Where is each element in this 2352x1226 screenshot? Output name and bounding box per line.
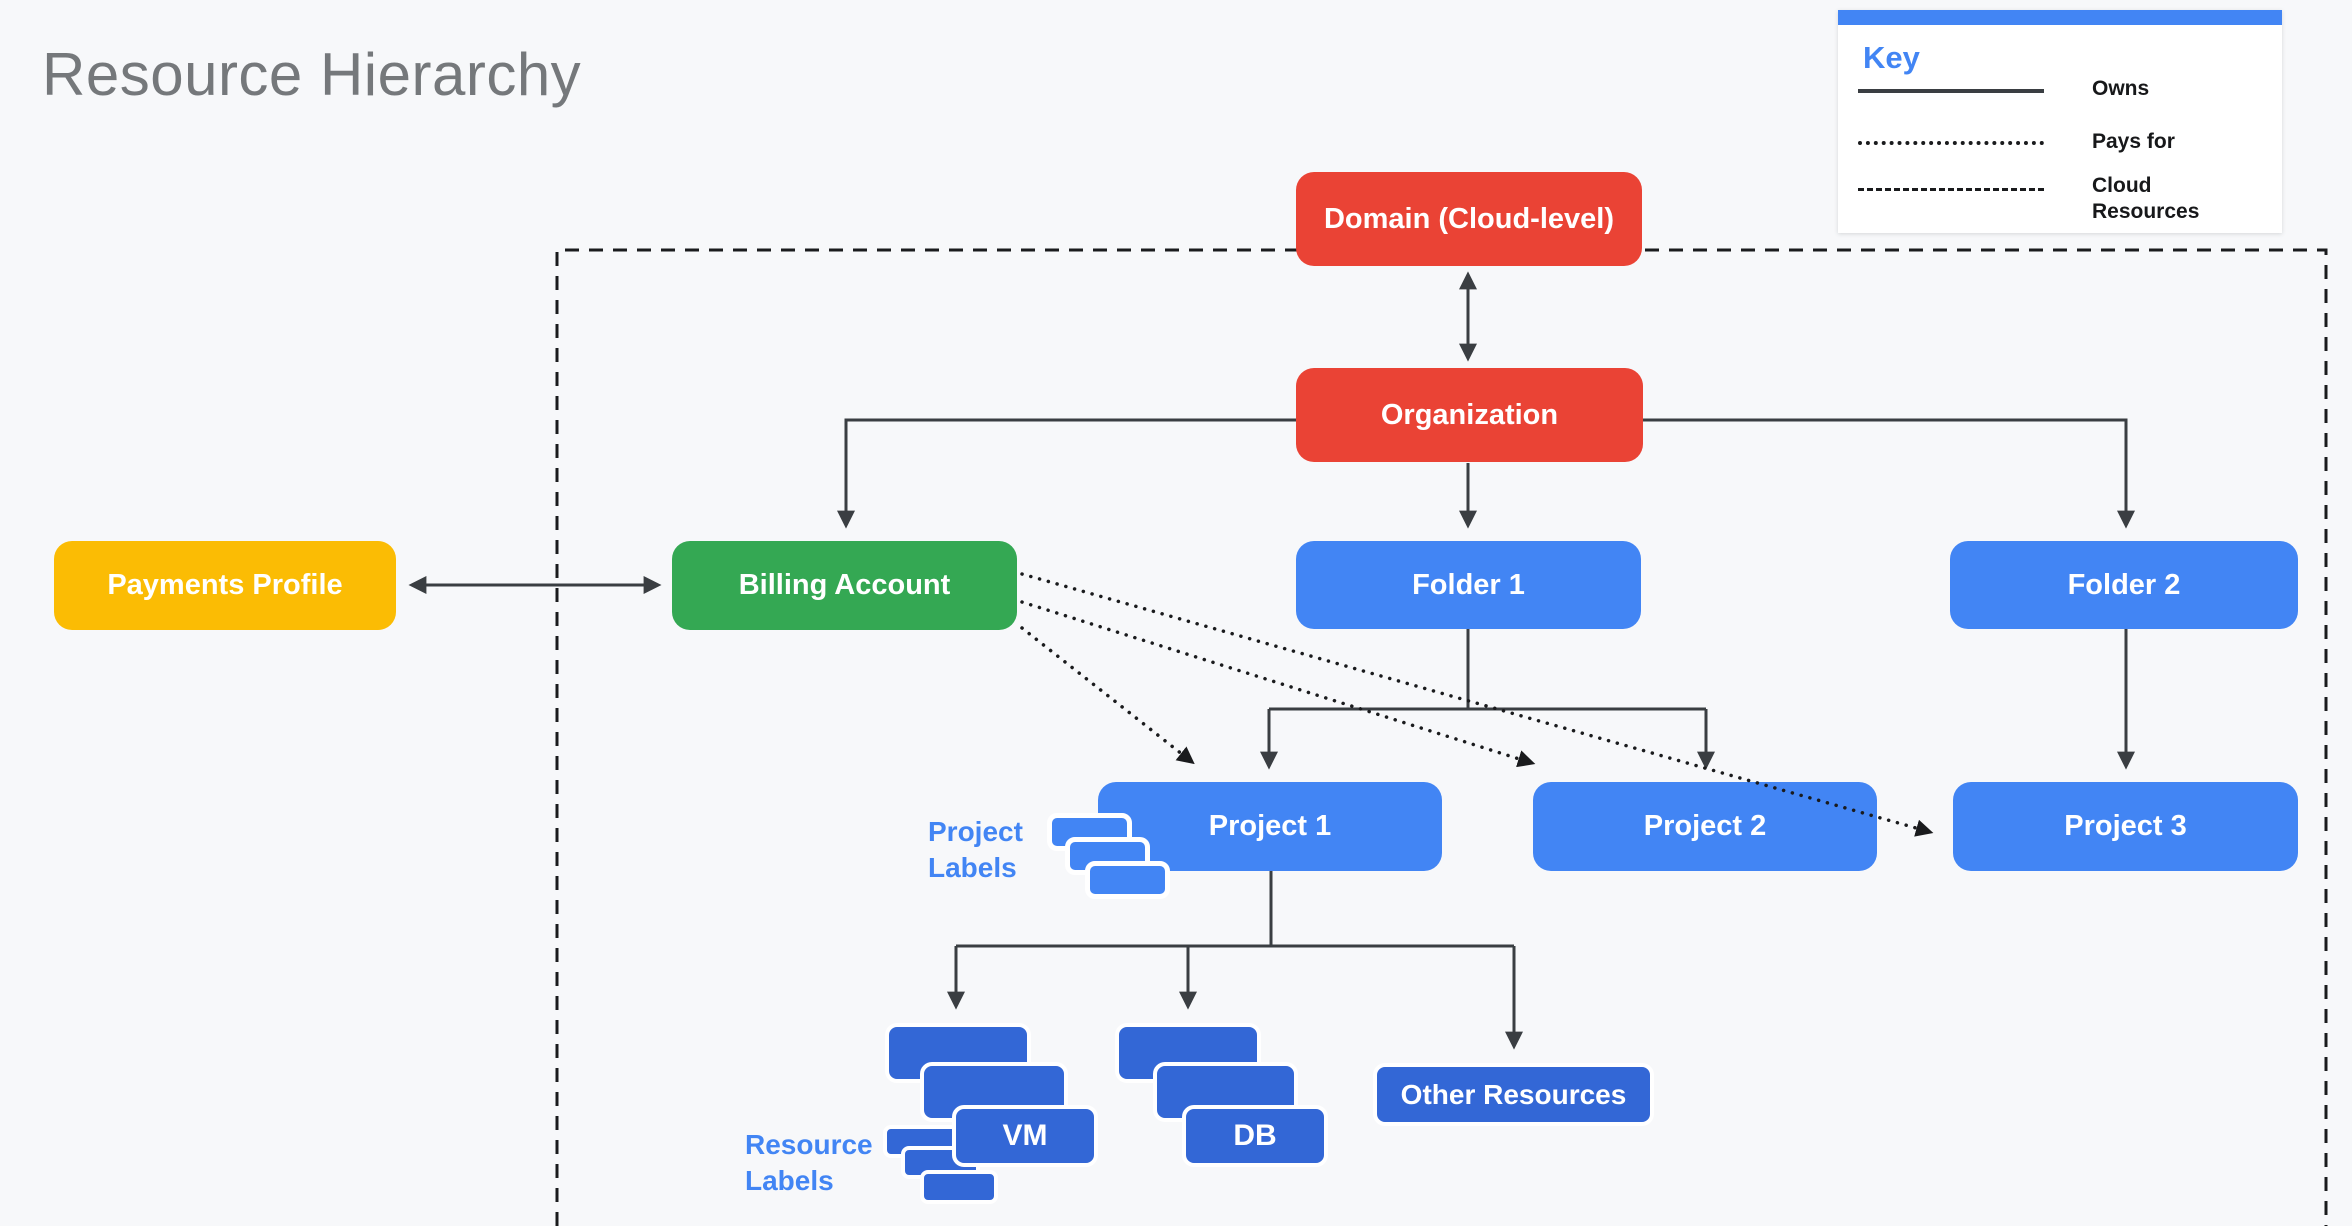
node-folder-2: Folder 2 (1950, 541, 2298, 629)
key-owns-label: Owns (2092, 77, 2150, 100)
node-payments-profile-label: Payments Profile (107, 569, 343, 601)
resource-labels-line1: Resource (745, 1129, 873, 1160)
project-labels-annotation: Project Labels (928, 814, 1023, 886)
vm-label: VM (1002, 1119, 1048, 1152)
project-label-card-3 (1085, 861, 1170, 899)
node-domain: Domain (Cloud-level) (1296, 172, 1642, 266)
page-title: Resource Hierarchy (42, 41, 582, 108)
edge-organization-folder2 (1643, 418, 2135, 529)
node-project-2: Project 2 (1533, 782, 1877, 871)
resource-labels-annotation: Resource Labels (745, 1127, 873, 1199)
other-resources-label: Other Resources (1400, 1078, 1627, 1110)
vm-card-front: VM (952, 1105, 1098, 1167)
node-domain-label: Domain (Cloud-level) (1323, 202, 1614, 235)
node-payments-profile: Payments Profile (54, 541, 396, 630)
node-project-3: Project 3 (1953, 782, 2298, 871)
project-labels-line2: Labels (928, 852, 1017, 883)
db-card-front: DB (1182, 1105, 1328, 1167)
node-folder-2-label: Folder 2 (2067, 568, 2181, 601)
node-project-3-label: Project 3 (2064, 810, 2187, 842)
node-other-resources: Other Resources (1373, 1063, 1654, 1126)
node-project-1-label: Project 1 (1208, 810, 1332, 842)
resource-labels-line2: Labels (745, 1165, 834, 1196)
key-cloudresources-line-sample (1858, 188, 2044, 191)
node-folder-1: Folder 1 (1296, 541, 1641, 629)
edge-billing-paysfor-project1 (1020, 626, 1195, 765)
key-title: Key (1863, 40, 1920, 75)
db-label: DB (1233, 1119, 1277, 1152)
node-project-2-label: Project 2 (1643, 810, 1767, 842)
project-labels-line1: Project (928, 816, 1023, 847)
node-billing-account: Billing Account (672, 541, 1017, 630)
key-paysfor-label: Pays for (2092, 130, 2175, 153)
node-billing-account-label: Billing Account (738, 569, 951, 601)
key-cloudresources-label: Cloud Resources (2092, 174, 2200, 223)
key-topbar (1838, 10, 2282, 25)
key-panel: Key Owns Pays for Cloud Resources (1838, 10, 2282, 233)
key-owns-line-sample (1858, 89, 2044, 93)
edge-organization-billing (837, 418, 1296, 529)
resource-label-card-3 (920, 1170, 998, 1204)
node-folder-1-label: Folder 1 (1412, 568, 1525, 601)
key-paysfor-line-sample (1858, 141, 2044, 145)
node-organization: Organization (1296, 368, 1643, 462)
node-organization-label: Organization (1380, 398, 1559, 431)
